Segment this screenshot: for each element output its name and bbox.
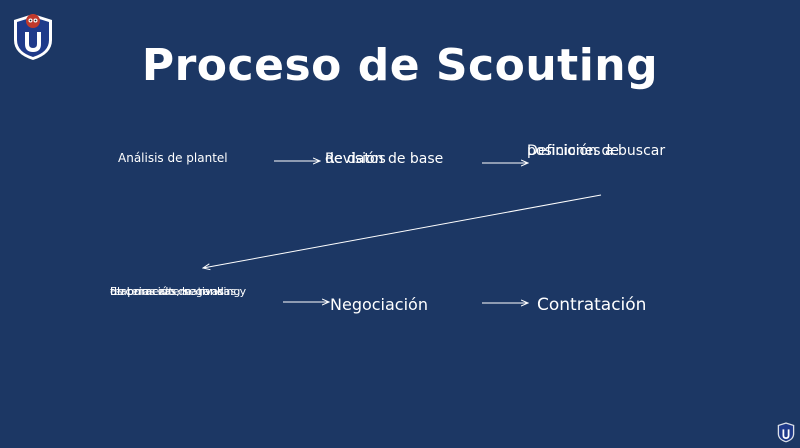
arrow-3-to-4: [203, 194, 602, 268]
university-crest-icon: [14, 14, 52, 60]
slide-title: Proceso de Scouting: [141, 40, 659, 91]
university-crest-watermark-icon: [777, 422, 795, 443]
